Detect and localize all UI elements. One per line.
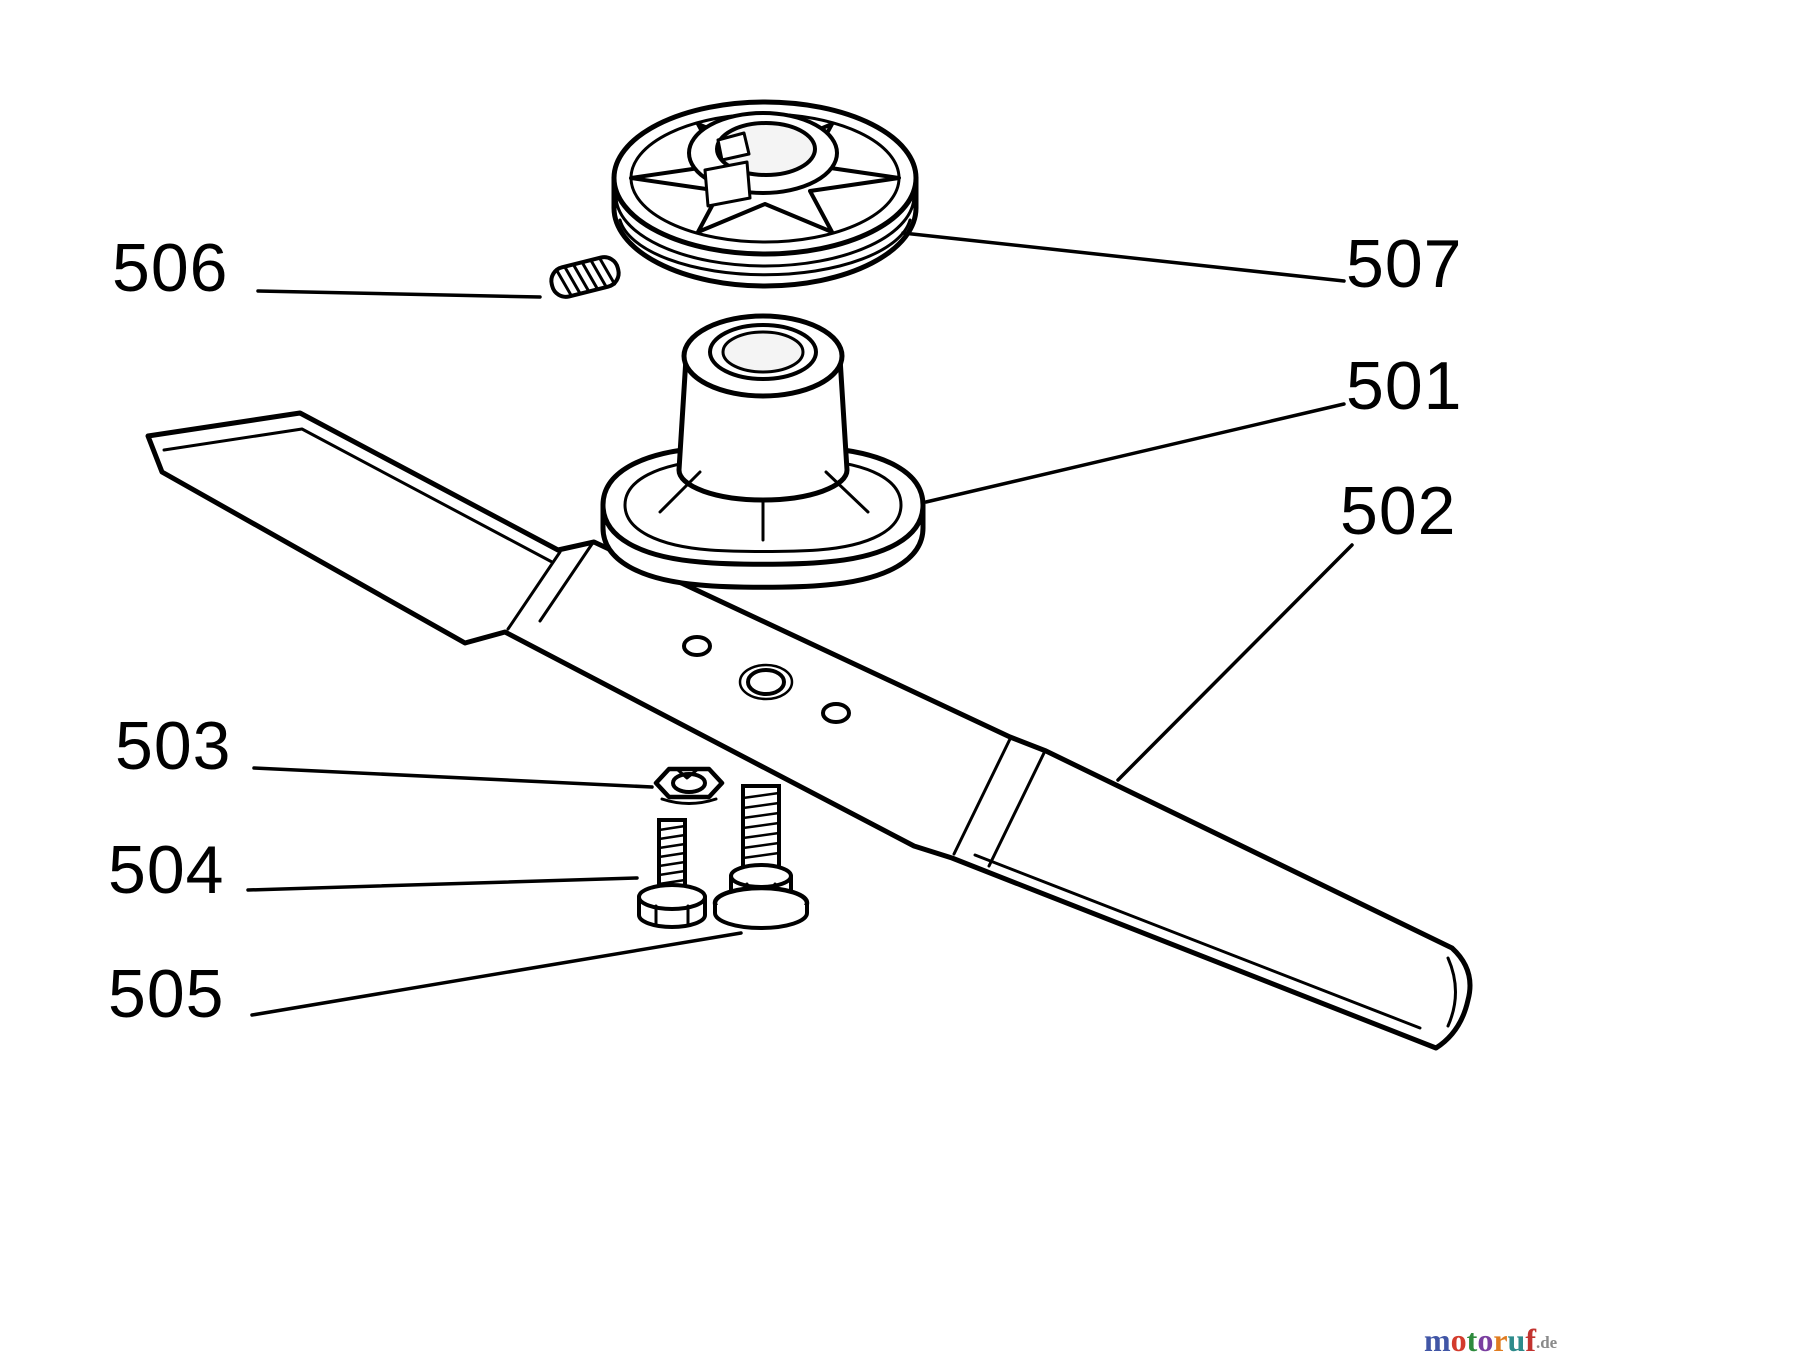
pulley-key-block	[703, 160, 752, 208]
pulley-507	[611, 99, 919, 289]
leader-line-502	[1116, 543, 1354, 782]
pulley-rim-grooves	[614, 194, 916, 277]
leader-line-501	[924, 402, 1346, 504]
part-label-501: 501	[1346, 348, 1463, 424]
bolt-505	[712, 784, 810, 930]
blade-left-bend-lines	[506, 542, 594, 631]
bolt-504-threads	[657, 824, 687, 886]
logo-letter-7: f	[1525, 1322, 1536, 1358]
bolt-505-flange-thickness	[713, 903, 809, 930]
part-label-505: 505	[108, 956, 225, 1032]
blade-right-lip-line	[973, 853, 1457, 1030]
blade-hole-left	[682, 635, 712, 657]
part-label-507: 507	[1346, 226, 1463, 302]
bolt-504	[637, 818, 707, 929]
logo-letter-5: r	[1493, 1322, 1508, 1358]
blade-hole-right	[821, 702, 851, 724]
part-label-504: 504	[108, 832, 225, 908]
part-label-502: 502	[1340, 473, 1457, 549]
washer-notch	[676, 767, 700, 780]
logo-letter-3: t	[1466, 1322, 1478, 1358]
leader-line-503	[252, 766, 654, 789]
leader-line-506	[256, 289, 542, 299]
blade-right-bend-lines	[952, 737, 1046, 868]
part-label-506: 506	[112, 230, 229, 306]
leader-line-505	[250, 931, 743, 1017]
bolt-504-head-facets	[654, 904, 690, 926]
motoruf-logo: motoruf.de	[1424, 1324, 1557, 1356]
leader-line-504	[246, 876, 639, 892]
leader-lines	[246, 231, 1354, 1017]
bolt-505-hex-top	[729, 863, 793, 889]
logo-letter-4: o	[1477, 1322, 1494, 1358]
leader-line-507	[901, 231, 1346, 283]
logo-letter-6: u	[1507, 1322, 1526, 1358]
blade-outline	[145, 410, 1473, 1051]
bolt-505-threads	[741, 791, 781, 860]
pulley-keyway	[716, 131, 751, 162]
spring-coils	[554, 257, 617, 297]
adapter-ribs	[658, 470, 870, 542]
blade-hole-center	[746, 668, 786, 696]
washer-hole	[671, 772, 707, 794]
washer-thickness	[660, 797, 718, 805]
logo-letter-1: m	[1424, 1322, 1451, 1358]
part-label-503: 503	[115, 708, 232, 784]
logo-letter-2: o	[1450, 1322, 1467, 1358]
blade-left-lip-line	[162, 427, 554, 564]
spring-506	[549, 255, 621, 299]
logo-tld: .de	[1535, 1333, 1558, 1352]
bolt-504-head-top	[637, 883, 707, 911]
blade-502	[145, 410, 1473, 1051]
washer-503	[653, 766, 725, 805]
blade-hole-center-boss	[738, 663, 794, 701]
adapter-bore	[721, 330, 805, 374]
blade-adapter-501	[600, 313, 926, 590]
